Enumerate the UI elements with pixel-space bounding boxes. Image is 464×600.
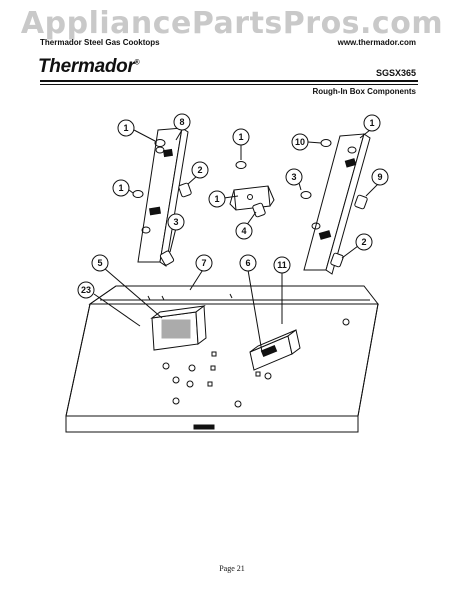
gas-fittings [159,182,368,268]
website-url[interactable]: www.thermador.com [337,38,416,47]
callout-label: 1 [123,123,128,133]
left-burner-bracket [137,127,189,267]
callout-bubbles [77,113,389,299]
page-number: Page 21 [219,564,245,573]
callout-label: 5 [97,258,102,268]
right-burner-bracket [303,133,371,275]
callout-labels: 1 8 1 10 1 2 1 3 9 1 4 3 2 5 7 6 11 23 [81,117,383,295]
model-number: SGSX365 [375,68,416,78]
callout-label: 4 [241,226,246,236]
center-mounting-bracket [229,185,275,211]
callout-label: 9 [377,172,382,182]
callout-label: 6 [245,258,250,268]
callout-label: 2 [197,165,202,175]
callout-label: 1 [369,118,374,128]
callout-label: 1 [238,132,243,142]
header-rule [40,80,418,82]
callout-label: 8 [179,117,184,127]
ignition-module [150,305,207,351]
power-supply-module [249,329,301,371]
callout-label: 7 [201,258,206,268]
document-category: Thermador Steel Gas Cooktops [40,38,160,47]
watermark: AppliancePartsPros.com [20,6,444,41]
brand-logo: Thermador® [38,56,140,77]
diagram-title: Rough-In Box Components [312,87,416,96]
grommets [132,139,332,199]
callout-label: 3 [173,217,178,227]
leader-lines [93,129,379,353]
callout-label: 1 [214,194,219,204]
callout-label: 10 [295,137,305,147]
callout-label: 2 [361,237,366,247]
callout-label: 1 [118,183,123,193]
callout-label: 3 [291,172,296,182]
callout-label: 23 [81,285,91,295]
callout-label: 11 [277,260,287,270]
rough-in-box [65,285,380,433]
header-rule-thin [40,84,418,85]
